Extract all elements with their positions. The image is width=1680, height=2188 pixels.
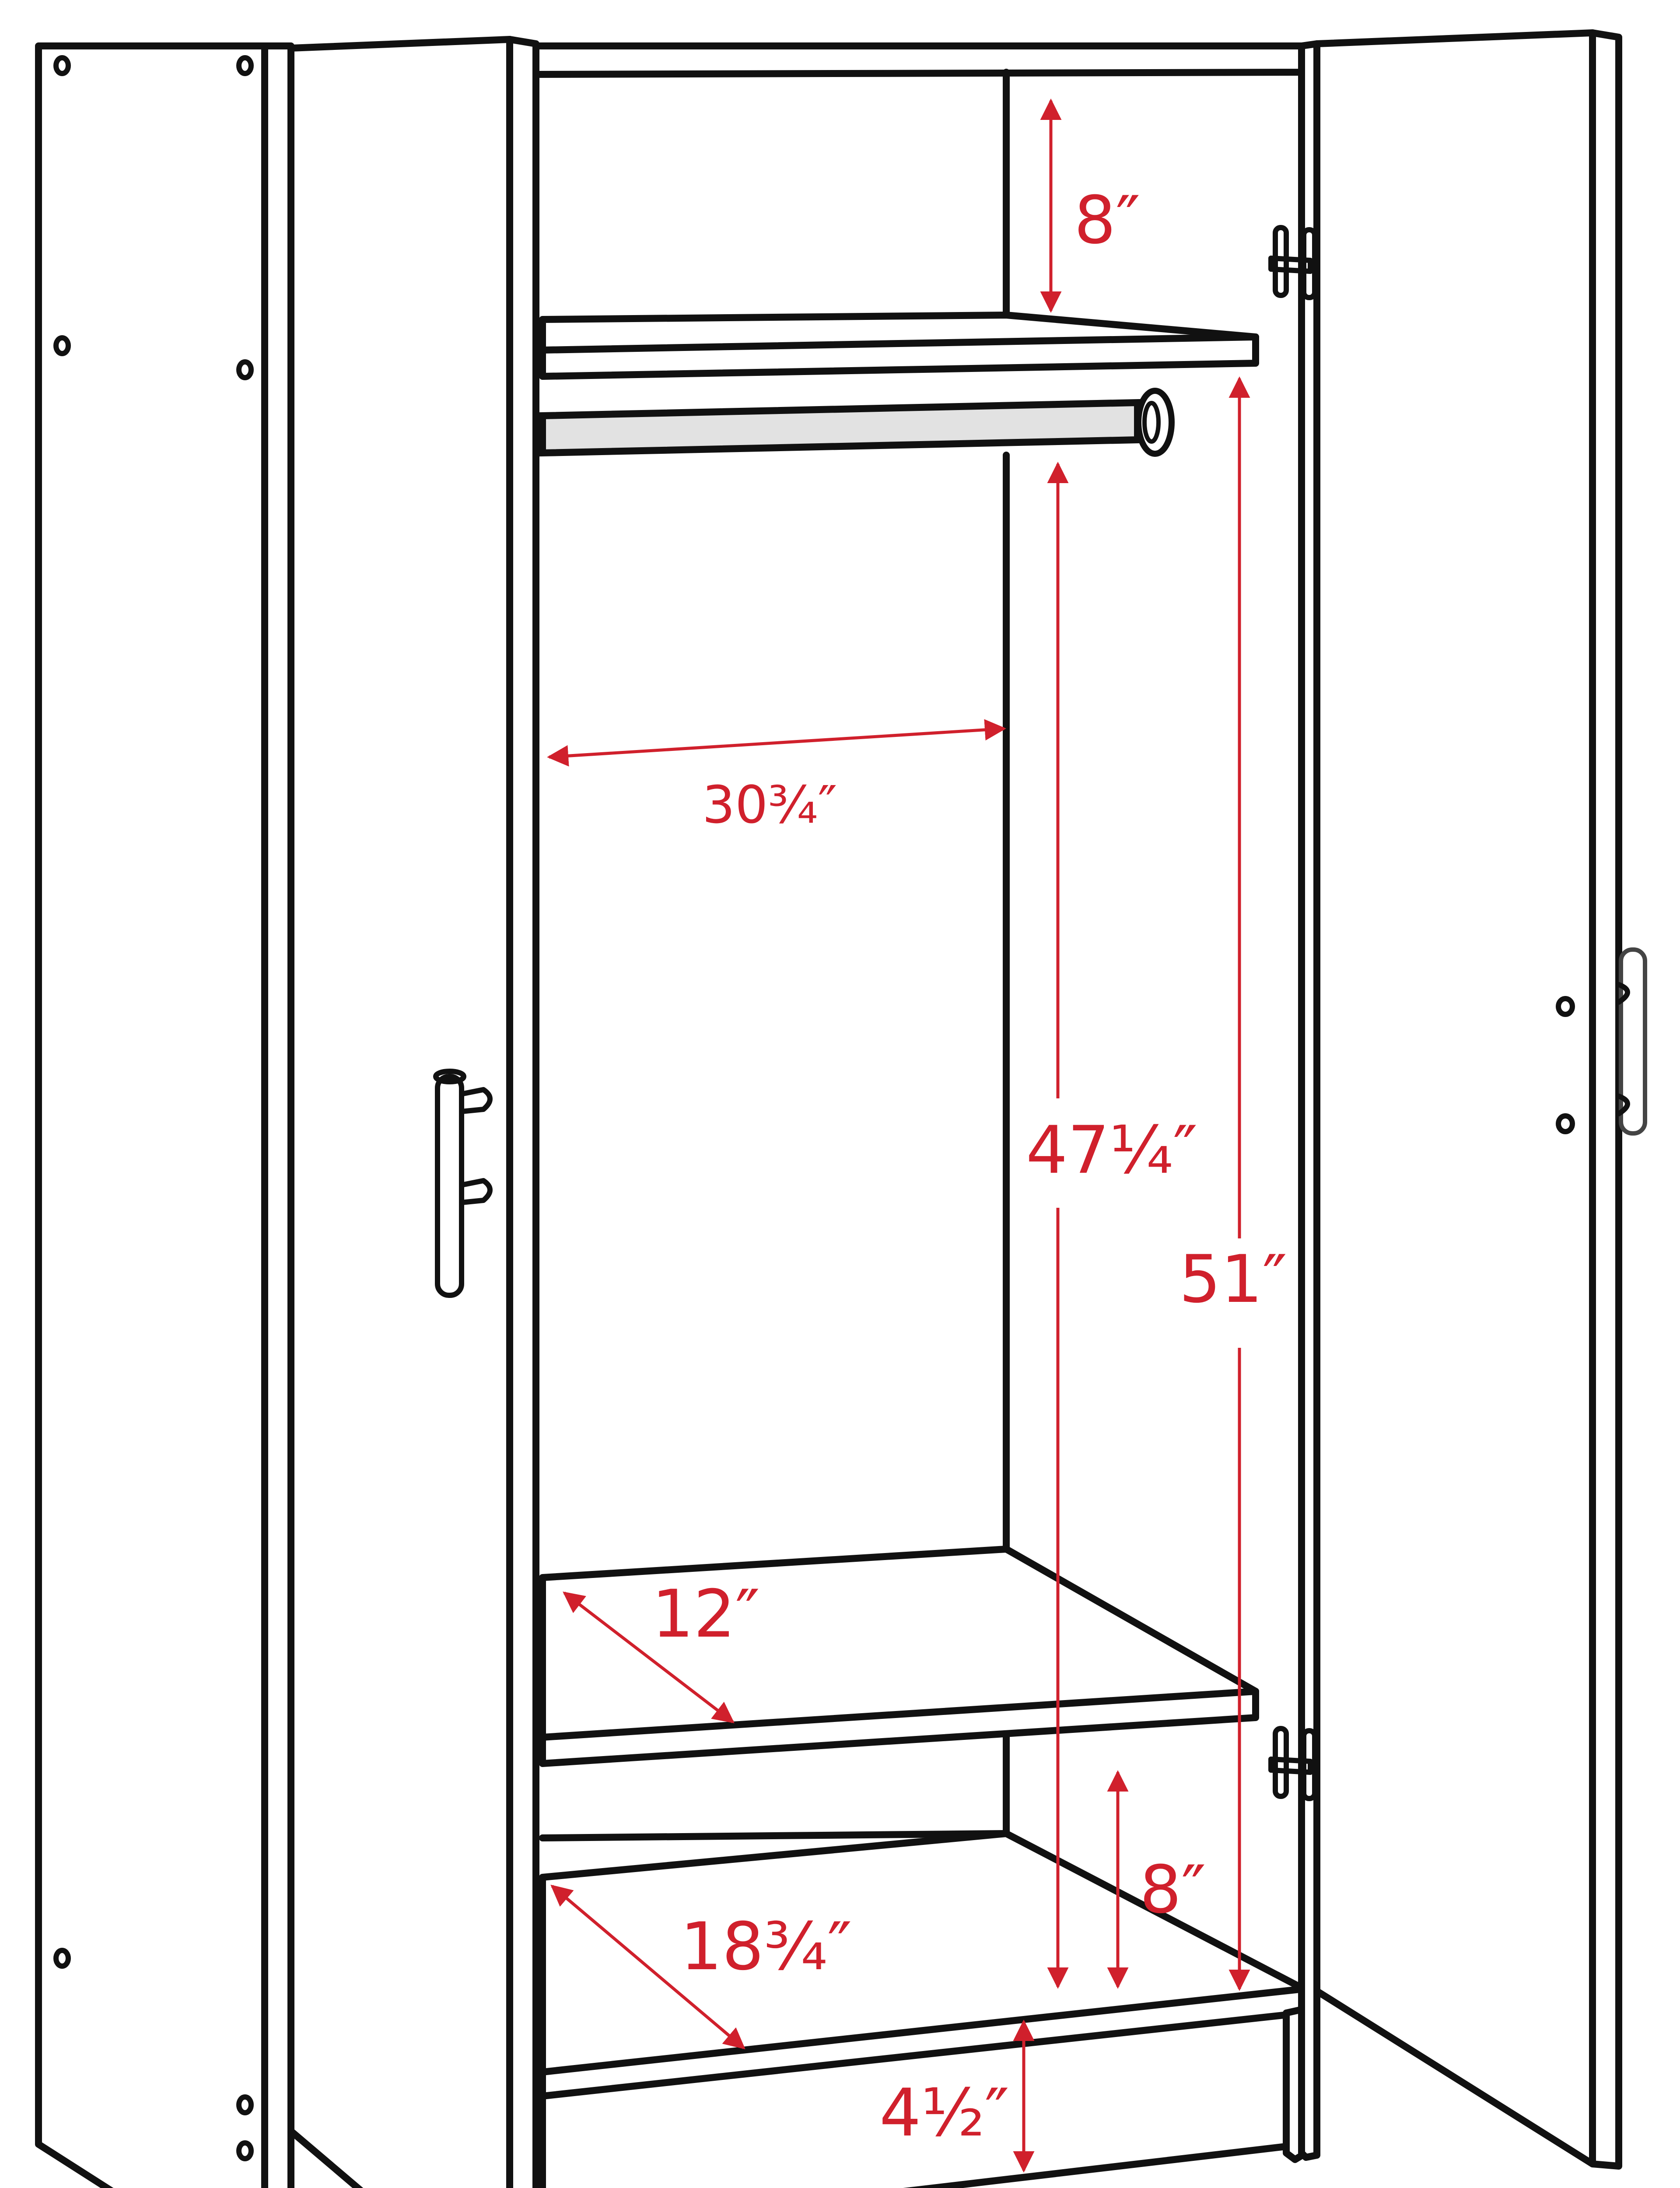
bar-handle-icon[interactable] [1616, 947, 1647, 1136]
dim-bottom-compartment: 8″ [1107, 1770, 1206, 1989]
dim-shelf-to-floor: 51″ [1179, 376, 1287, 1991]
dim-label-interior-width: 30¾″ [702, 775, 837, 835]
left-side-panel [35, 42, 294, 2188]
upper-shelf [539, 312, 1259, 380]
hinge-icon [1268, 225, 1317, 300]
left-door[interactable] [287, 36, 539, 2188]
hanging-rod [539, 388, 1175, 457]
dim-interior-width: 30¾″ [547, 719, 1006, 835]
door-holes [1556, 996, 1575, 1134]
bar-handle-icon[interactable] [433, 1069, 493, 1298]
dim-interior-depth: 18¾″ [550, 1884, 852, 2050]
dim-label-toe-kick: 4½″ [879, 2075, 1009, 2151]
dim-middle-shelf-depth: 12″ [563, 1576, 760, 1723]
dim-label-rod-to-floor: 47¼″ [1026, 1112, 1197, 1189]
dim-label-middle-shelf-depth: 12″ [652, 1576, 760, 1652]
right-door[interactable] [1268, 29, 1647, 2170]
dim-rod-to-floor: 47¼″ [1026, 462, 1197, 1989]
dim-label-top-clearance: 8″ [1074, 182, 1140, 259]
hinge-icon [1268, 1726, 1317, 1801]
dim-label-shelf-to-floor: 51″ [1179, 1241, 1287, 1318]
dimension-annotations: 8″ 30¾″ 47¼″ 51″ 12″ 8″ [547, 98, 1287, 2173]
dim-label-interior-depth: 18¾″ [680, 1909, 852, 1985]
dim-toe-kick: 4½″ [879, 2020, 1035, 2173]
dim-top-clearance: 8″ [1040, 98, 1140, 313]
shelf-pin-holes [53, 55, 254, 2161]
dim-label-bottom-compartment: 8″ [1140, 1852, 1206, 1928]
